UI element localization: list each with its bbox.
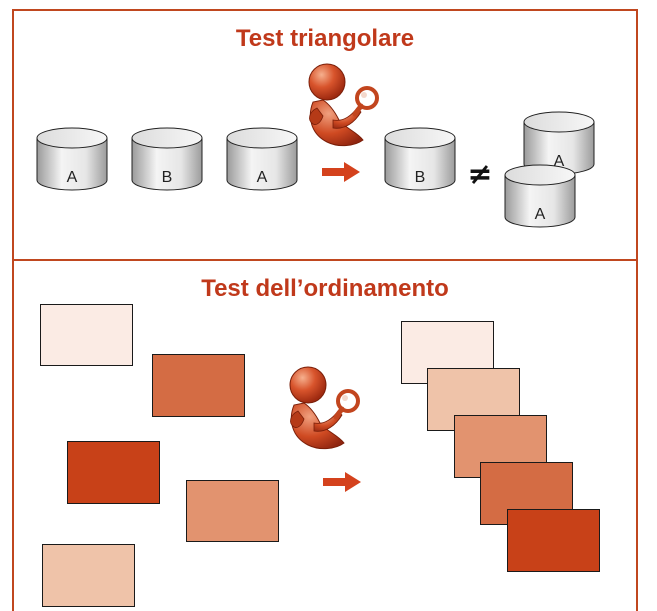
ordering-test-title: Test dell’ordinamento bbox=[201, 275, 449, 302]
cylinder-label: A bbox=[257, 169, 268, 186]
cylinder-candidate-front: A bbox=[504, 164, 576, 228]
swatch-unsorted-2 bbox=[152, 354, 245, 417]
inspector-icon bbox=[309, 64, 377, 146]
cylinder-b: B bbox=[131, 127, 203, 191]
swatch-unsorted-3 bbox=[67, 441, 160, 504]
cylinder-label: A bbox=[535, 206, 546, 223]
swatch-unsorted-5 bbox=[42, 544, 135, 607]
cylinder-a2: A bbox=[226, 127, 298, 191]
swatch-unsorted-1 bbox=[40, 304, 133, 366]
cylinder-label: B bbox=[162, 169, 173, 186]
cylinder-result: B bbox=[384, 127, 456, 191]
swatch-sorted-5 bbox=[507, 509, 600, 572]
arrow-right-icon bbox=[322, 162, 360, 182]
cylinder-a1: A bbox=[36, 127, 108, 191]
inspector-icon bbox=[290, 367, 358, 449]
arrow-right-icon bbox=[323, 472, 361, 492]
triangle-test-title: Test triangolare bbox=[235, 25, 415, 52]
cylinder-label: A bbox=[67, 169, 78, 186]
swatch-unsorted-4 bbox=[186, 480, 279, 542]
cylinder-candidate-back: A bbox=[523, 111, 595, 175]
not-equal-sign: ≠ bbox=[467, 157, 492, 192]
cylinder-label: B bbox=[415, 169, 426, 186]
cylinder-label: A bbox=[554, 153, 565, 170]
